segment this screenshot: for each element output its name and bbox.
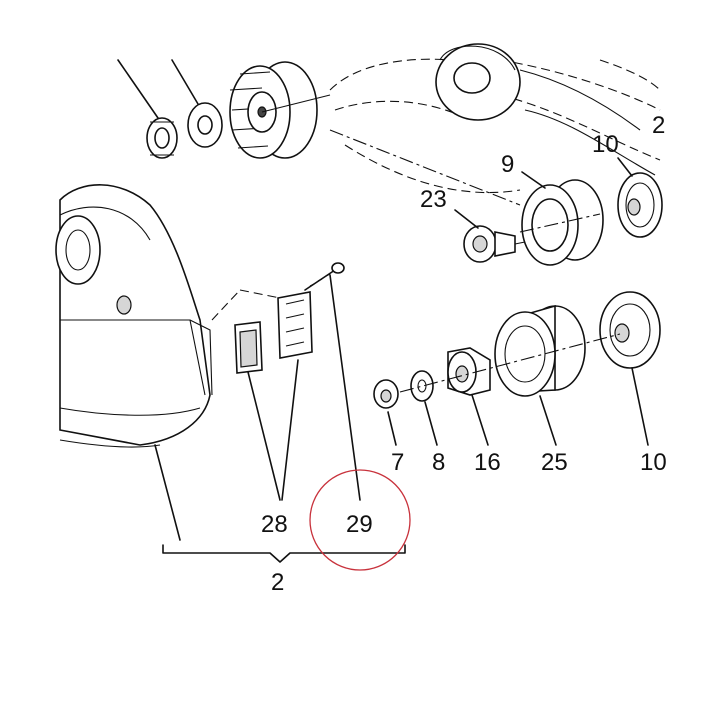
large-pulley bbox=[435, 43, 521, 121]
timing-cover bbox=[55, 184, 213, 448]
spacer-16 bbox=[447, 347, 491, 396]
insert-block bbox=[234, 321, 263, 374]
leader-top-left-a bbox=[117, 59, 159, 119]
nut-7 bbox=[373, 379, 399, 409]
leader-lines bbox=[154, 157, 649, 541]
highlight-circle bbox=[309, 469, 411, 571]
callout-10-bottom: 10 bbox=[640, 449, 667, 476]
top-washer bbox=[187, 102, 223, 148]
bearing-top bbox=[617, 172, 663, 238]
idler-pulley-top bbox=[519, 179, 604, 266]
callout-23: 23 bbox=[420, 186, 447, 213]
callout-29: 29 bbox=[346, 511, 373, 538]
callout-25: 25 bbox=[541, 449, 568, 476]
callout-2-partial: 2 bbox=[652, 112, 665, 139]
bracket-plate bbox=[211, 289, 313, 359]
toothed-pulley bbox=[229, 61, 331, 159]
callout-7: 7 bbox=[391, 449, 404, 476]
roller-25 bbox=[494, 304, 586, 397]
top-nut bbox=[146, 117, 178, 159]
callout-8: 8 bbox=[432, 449, 445, 476]
background-housing-outline bbox=[329, 58, 661, 206]
washer-8 bbox=[410, 370, 434, 402]
bolt bbox=[463, 225, 536, 263]
bearing-bottom bbox=[599, 291, 661, 369]
callout-9: 9 bbox=[501, 151, 514, 178]
leader-top-left-b bbox=[171, 59, 199, 105]
callout-2: 2 bbox=[271, 569, 284, 596]
callout-28: 28 bbox=[261, 511, 288, 538]
group-bracket bbox=[162, 544, 406, 563]
lower-axis-line bbox=[399, 333, 621, 393]
callout-10-top: 10 bbox=[592, 131, 619, 158]
screw bbox=[304, 262, 345, 291]
callout-16: 16 bbox=[474, 449, 501, 476]
